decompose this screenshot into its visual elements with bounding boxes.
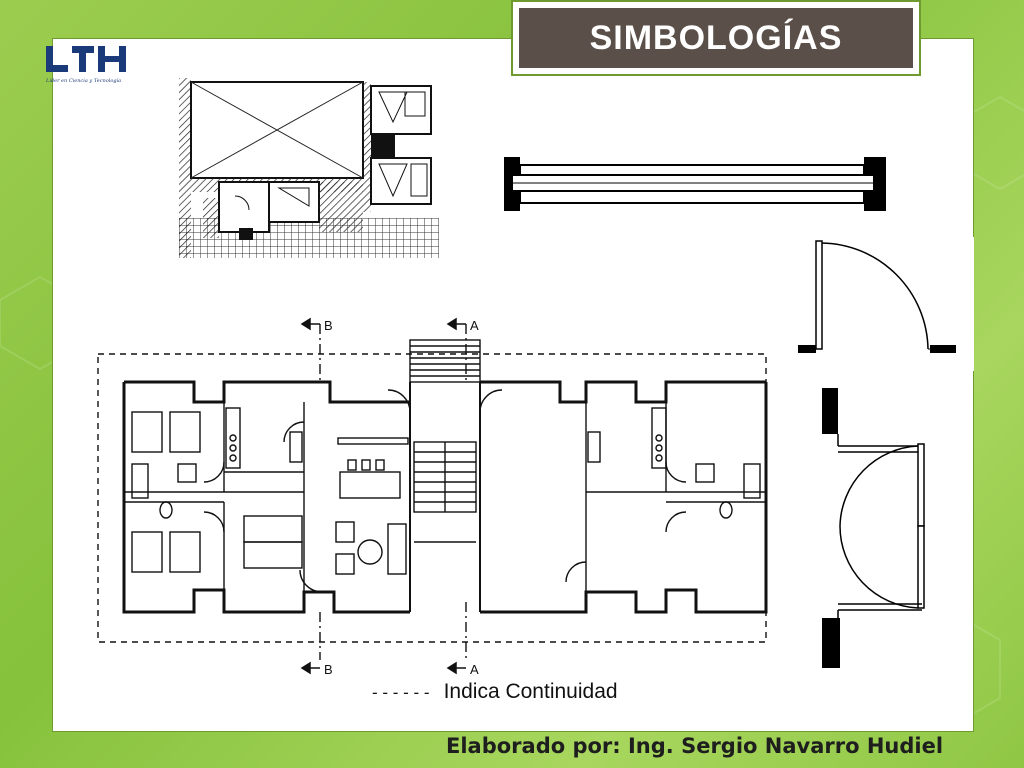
double-door-symbol-icon [822, 388, 925, 668]
window-symbol-icon [504, 157, 886, 211]
title-frame: SIMBOLOGÍAS [511, 0, 921, 76]
legend-text: Indica Continuidad [443, 680, 618, 703]
legend-dashes: - - - - - - [372, 683, 430, 702]
section-label-b-top: B [324, 318, 333, 333]
single-door-symbol-icon [798, 237, 974, 371]
section-label-a-bottom: A [470, 662, 479, 677]
page-title: SIMBOLOGÍAS [589, 18, 843, 57]
plan-fragment-image [179, 78, 439, 258]
continuity-legend: - - - - - - Indica Continuidad [372, 680, 618, 704]
university-logo-icon [46, 46, 126, 72]
section-label-a-top: A [470, 318, 479, 333]
section-label-b-bottom: B [324, 662, 333, 677]
logo-tagline: Líder en Ciencia y Tecnología [46, 78, 122, 84]
title-banner: SIMBOLOGÍAS [519, 8, 913, 68]
author-footer: Elaborado por: Ing. Sergio Navarro Hudie… [446, 734, 944, 758]
floor-plan-drawing: B A B A [97, 317, 768, 677]
